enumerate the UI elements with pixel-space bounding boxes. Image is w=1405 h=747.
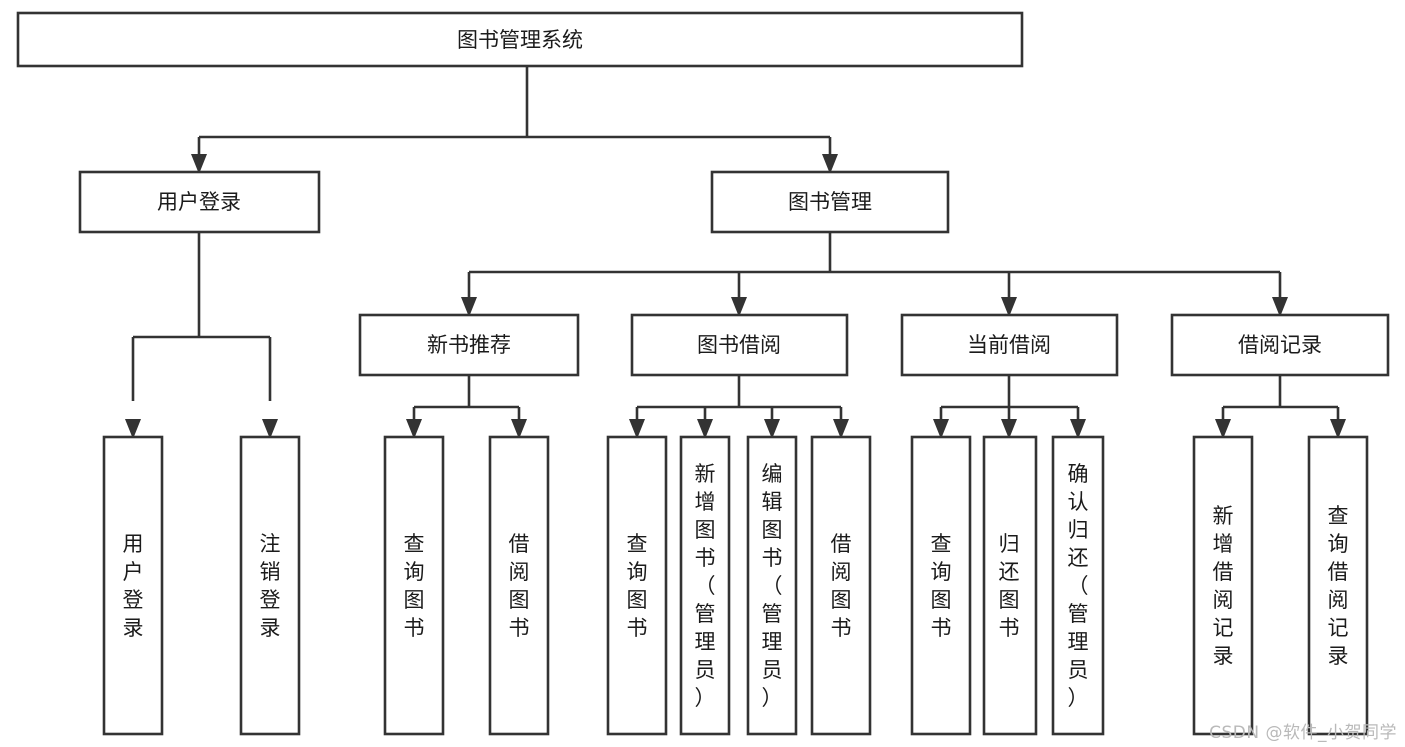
node-borrow-record-label: 借阅记录	[1238, 333, 1322, 357]
node-root-label: 图书管理系统	[457, 28, 583, 52]
node-leaf-return-book[interactable]: 归还图书	[982, 435, 1038, 736]
edge-group-root-to-level2	[191, 66, 838, 174]
node-leaf-edit-book-label: 编辑图书（管理员）	[762, 462, 783, 710]
node-book-manage-label: 图书管理	[788, 190, 872, 214]
edge-group-book-borrow-to-leaves	[629, 375, 849, 439]
node-book-borrow-box[interactable]	[630, 313, 849, 377]
node-book-manage[interactable]: 图书管理	[710, 170, 950, 234]
node-leaf-query-book-1-box[interactable]	[383, 435, 445, 736]
node-leaf-user-login-box[interactable]	[102, 435, 164, 736]
node-leaf-borrow-book-1[interactable]: 借阅图书	[488, 435, 550, 736]
node-new-book-recommend[interactable]: 新书推荐	[358, 313, 580, 377]
node-current-borrow[interactable]: 当前借阅	[900, 313, 1119, 377]
node-leaf-add-record[interactable]: 新增借阅记录	[1192, 435, 1254, 736]
node-current-borrow-box[interactable]	[900, 313, 1119, 377]
node-leaf-return-book-label: 归还图书	[999, 532, 1020, 640]
node-leaf-query-book-3-box[interactable]	[910, 435, 972, 736]
node-book-borrow[interactable]: 图书借阅	[630, 313, 849, 377]
node-current-borrow-label: 当前借阅	[967, 333, 1051, 357]
edge-group-borrow-record-to-leaves	[1215, 375, 1346, 439]
node-leaf-edit-book[interactable]: 编辑图书（管理员）	[746, 435, 798, 736]
node-leaf-query-book-2[interactable]: 查询图书	[606, 435, 668, 736]
node-leaf-query-book-3[interactable]: 查询图书	[910, 435, 972, 736]
edge-group-book-manage-to-level3	[461, 232, 1288, 317]
node-leaf-add-record-box[interactable]	[1192, 435, 1254, 736]
node-leaf-borrow-book-2-box[interactable]	[810, 435, 872, 736]
edge-group-new-book-recommend-to-leaves	[406, 375, 527, 439]
node-leaf-logout[interactable]: 注销登录	[239, 435, 301, 736]
node-leaf-query-book-1-label: 查询图书	[404, 532, 425, 640]
node-new-book-recommend-label: 新书推荐	[427, 333, 511, 357]
node-leaf-borrow-book-2-label: 借阅图书	[831, 532, 852, 640]
node-leaf-add-book-label: 新增图书（管理员）	[695, 462, 716, 710]
node-leaf-query-book-1[interactable]: 查询图书	[383, 435, 445, 736]
node-leaf-borrow-book-2[interactable]: 借阅图书	[810, 435, 872, 736]
node-user-login-label: 用户登录	[157, 190, 241, 214]
node-leaf-confirm-return-box[interactable]	[1051, 435, 1105, 736]
node-leaf-edit-book-box[interactable]	[746, 435, 798, 736]
node-book-borrow-label: 图书借阅	[697, 333, 781, 357]
edge-group-user-login-to-leaves	[125, 232, 278, 439]
node-borrow-record[interactable]: 借阅记录	[1170, 313, 1390, 377]
node-root-box[interactable]	[16, 11, 1024, 68]
node-leaf-return-book-box[interactable]	[982, 435, 1038, 736]
node-root[interactable]: 图书管理系统	[16, 11, 1024, 68]
node-leaf-user-login-label: 用户登录	[123, 532, 144, 640]
node-leaf-logout-label: 注销登录	[260, 532, 281, 640]
edge-group-current-borrow-to-leaves	[933, 375, 1086, 439]
node-leaf-add-book-box[interactable]	[679, 435, 731, 736]
node-leaf-user-login[interactable]: 用户登录	[102, 435, 164, 736]
node-user-login-box[interactable]	[78, 170, 321, 234]
node-leaf-add-book[interactable]: 新增图书（管理员）	[679, 435, 731, 736]
node-book-manage-box[interactable]	[710, 170, 950, 234]
node-leaf-query-record[interactable]: 查询借阅记录	[1307, 435, 1369, 736]
node-borrow-record-box[interactable]	[1170, 313, 1390, 377]
node-leaf-query-book-3-label: 查询图书	[931, 532, 952, 640]
node-leaf-query-record-box[interactable]	[1307, 435, 1369, 736]
node-leaf-confirm-return-label: 确认归还（管理员）	[1068, 462, 1089, 710]
node-leaf-logout-box[interactable]	[239, 435, 301, 736]
node-leaf-borrow-book-1-label: 借阅图书	[509, 532, 530, 640]
node-leaf-query-book-2-label: 查询图书	[627, 532, 648, 640]
node-leaf-confirm-return[interactable]: 确认归还（管理员）	[1051, 435, 1105, 736]
node-leaf-add-record-label: 新增借阅记录	[1213, 504, 1234, 668]
node-user-login[interactable]: 用户登录	[78, 170, 321, 234]
node-leaf-borrow-book-1-box[interactable]	[488, 435, 550, 736]
node-leaf-query-book-2-box[interactable]	[606, 435, 668, 736]
node-leaf-query-record-label: 查询借阅记录	[1328, 504, 1349, 668]
node-new-book-recommend-box[interactable]	[358, 313, 580, 377]
